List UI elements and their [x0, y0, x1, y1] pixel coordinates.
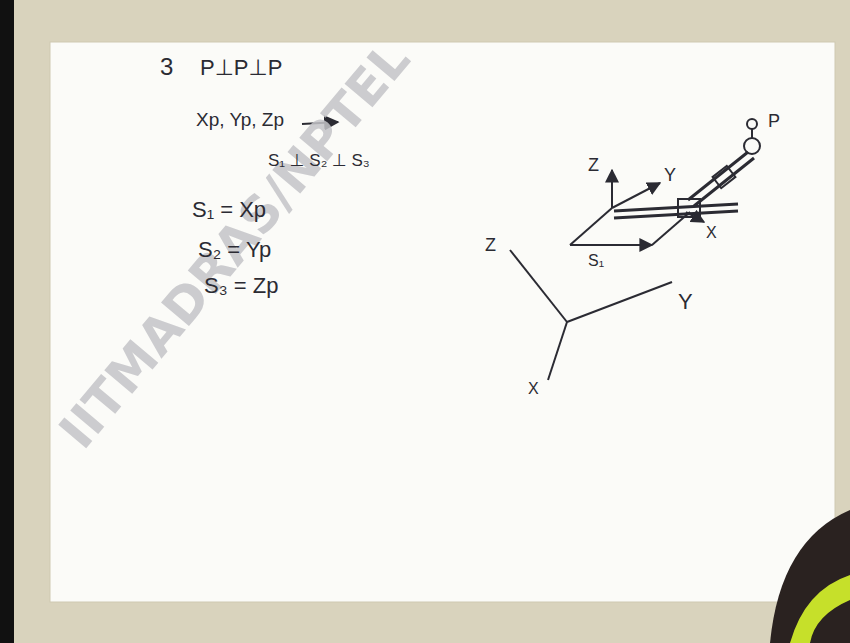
handwritten-label: X: [706, 224, 717, 242]
handwritten-label: Z: [485, 236, 496, 256]
handwritten-label: S₁ ⊥ S₂ ⊥ S₃: [268, 152, 370, 171]
handwritten-label: 3: [160, 54, 173, 80]
marker-pen: [790, 575, 850, 643]
handwritten-label: Y: [678, 290, 693, 314]
handwritten-label: S₃ = Zp: [204, 274, 278, 298]
handwritten-label: Xp, Yp, Zp: [196, 110, 284, 131]
handwritten-label: Y: [664, 166, 676, 186]
ppp-mechanism: [570, 119, 760, 245]
base-frame: [510, 250, 672, 380]
handwritten-label: X: [528, 380, 539, 398]
handwritten-label: S₁ = Xp: [192, 198, 266, 222]
handwritten-label: P⊥P⊥P: [200, 56, 282, 80]
handwritten-label: S₂ = Yp: [198, 238, 271, 262]
frame-edge: [0, 0, 14, 643]
handwritten-label: P: [768, 112, 780, 132]
handwritten-label: S₁: [588, 252, 604, 270]
handwritten-label: Z: [588, 156, 599, 176]
hand: [770, 510, 850, 643]
